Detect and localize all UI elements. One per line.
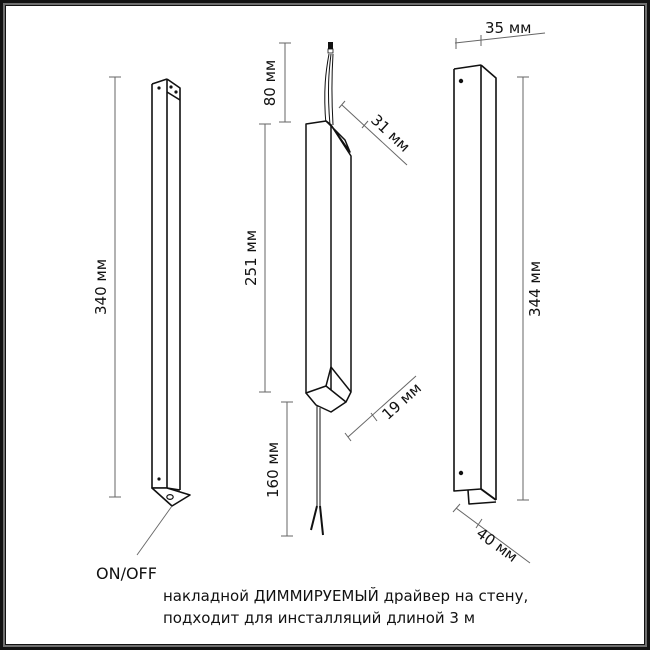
- onoff-leader-line: [136, 505, 173, 556]
- right-fixture: [453, 64, 497, 505]
- frame-gray-border: [3, 3, 647, 647]
- frame-inner-border: [5, 5, 645, 645]
- right-width-dimension: [454, 32, 546, 49]
- left-fixture: [151, 78, 191, 507]
- driver-depth-dimension: [344, 375, 417, 442]
- cable-top-label: 80 мм: [261, 60, 279, 107]
- cable-bottom-label: 160 мм: [264, 442, 282, 498]
- cable-bottom-dimension: [281, 401, 293, 537]
- right-depth-dimension: [452, 503, 531, 564]
- right-depth-label: 40 мм: [473, 524, 521, 566]
- driver-width-dimension: [338, 100, 408, 166]
- description-line-2: подходит для инсталляций длиной 3 м: [163, 609, 476, 627]
- driver-depth-label: 19 мм: [378, 379, 425, 423]
- driver-body: [305, 120, 352, 413]
- right-height-label: 344 мм: [526, 261, 544, 317]
- left-height-label: 340 мм: [92, 259, 110, 315]
- driver-cable-top: [324, 42, 334, 126]
- body-length-dimension: [259, 123, 271, 393]
- cable-top-dimension: [279, 42, 291, 123]
- body-length-label: 251 мм: [242, 230, 260, 286]
- description-line-1: накладной ДИММИРУЕМЫЙ драйвер на стену,: [163, 587, 529, 605]
- right-height-dimension: [517, 76, 529, 501]
- left-height-dimension: [109, 76, 121, 498]
- driver-cable-bottom: [310, 405, 324, 536]
- onoff-switch-label: ON/OFF: [96, 564, 157, 583]
- right-width-label: 35 мм: [485, 19, 532, 37]
